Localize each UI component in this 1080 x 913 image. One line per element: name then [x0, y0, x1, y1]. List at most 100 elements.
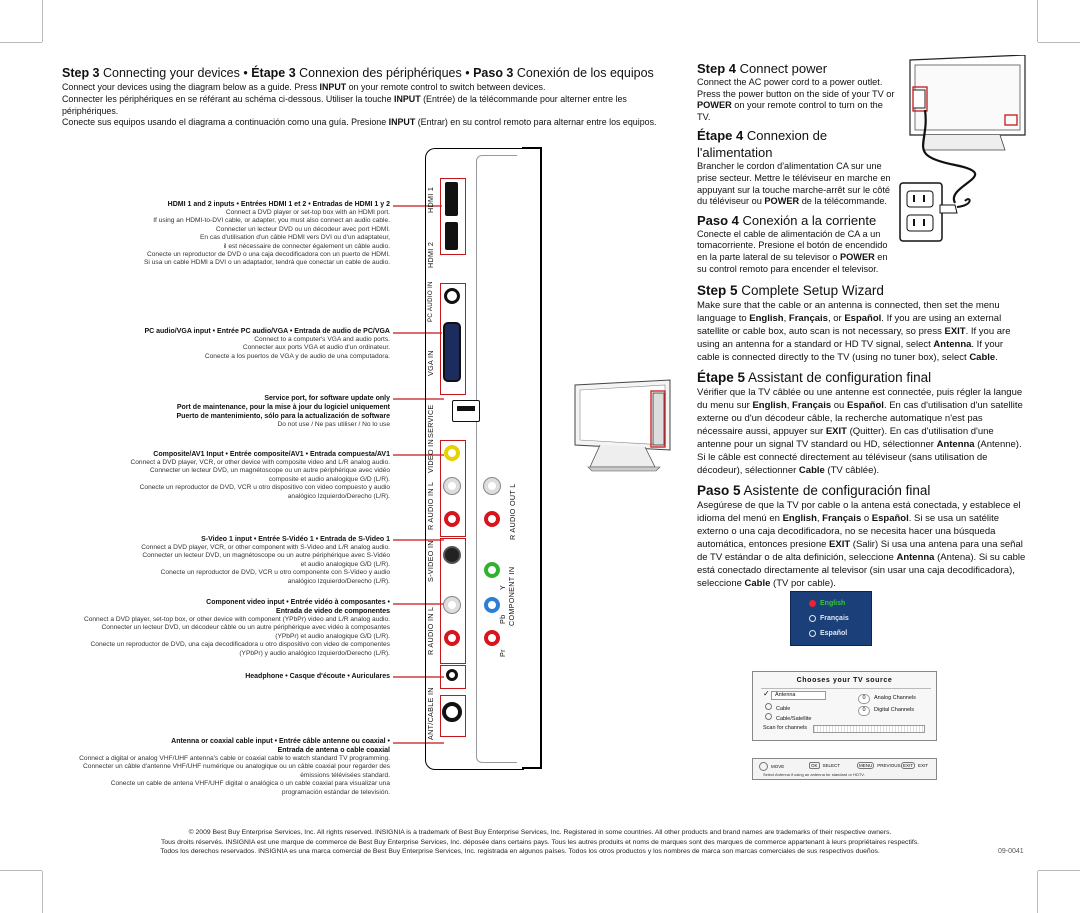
annotation-title: Port de maintenance, pour la mise à jour…: [176, 404, 390, 411]
back-panel-inner: [476, 155, 517, 763]
crop-mark: [0, 870, 42, 871]
annotation-title: Headphone • Casque d'écoute • Auriculare…: [245, 673, 390, 680]
annotation-title: Puerto de mantenimiento, sólo para la ac…: [176, 413, 390, 420]
pc-audio-label: PC AUDIO IN: [427, 281, 434, 322]
language-option[interactable]: Español: [791, 626, 871, 641]
crop-mark: [1038, 42, 1080, 43]
hdmi2-label: HDMI 2: [426, 241, 435, 268]
audio-in1-label: R AUDIO IN L: [426, 481, 435, 530]
step4: Step 4 Connect power Connect the AC powe…: [697, 60, 897, 275]
video-in-label: VIDEO IN: [426, 439, 435, 473]
step5-es-heading: Paso 5 Asistente de configuración final: [697, 483, 931, 498]
service-port-slot: [457, 406, 475, 411]
step3-line-es: Conecte sus equipos usando el diagrama a…: [62, 117, 657, 128]
annotation-title: PC audio/VGA input • Entrée PC audio/VGA…: [144, 328, 390, 335]
annotation-line: analógico Izquierdo/Derecho (L/R).: [287, 492, 390, 500]
previous-label: PREVIOUS: [877, 763, 901, 768]
annotation-line: (YPbPr) y audio analógico Izquierdo/Dere…: [239, 649, 390, 657]
crop-mark: [42, 871, 43, 913]
annotation-line: (YPbPr) et audio analogique G/D (L/R).: [275, 632, 390, 640]
step5-en-text: Make sure that the cable or an antenna i…: [697, 300, 1011, 363]
port-annotation: Antenna or coaxial cable input • Entrée …: [50, 737, 390, 797]
svideo-label: S-VIDEO IN: [426, 540, 435, 582]
annotation-line: émissions télévisées standard.: [300, 771, 390, 779]
step3-en-prefix: Step 3: [62, 66, 100, 80]
annotation-title: Service port, for software update only: [264, 395, 390, 402]
step4-fr-text: Brancher le cordon d'alimentation CA sur…: [697, 161, 891, 207]
audio-in-r-jack: [444, 511, 460, 527]
annotation-title: S-Video 1 input • Entrée S-Vidéo 1 • Ent…: [201, 536, 390, 543]
exit-key: EXIT: [901, 762, 916, 769]
footer: © 2009 Best Buy Enterprise Services, Inc…: [0, 828, 1080, 857]
language-option[interactable]: Français: [791, 611, 871, 626]
antenna-jack: [442, 702, 462, 722]
analog-count: 0: [858, 694, 870, 704]
source-option-antenna[interactable]: Antenna: [771, 691, 826, 700]
step3-fr-title: Connexion des périphériques •: [295, 66, 474, 80]
step5-en-heading: Step 5 Complete Setup Wizard: [697, 283, 884, 298]
source-menu: Chooses your TV source Antenna ✓ Cable C…: [752, 671, 937, 741]
service-label: SERVICE: [426, 404, 435, 438]
pc-group-outline: [440, 283, 466, 395]
step3-body: Connect your devices using the diagram b…: [62, 82, 662, 129]
annotation-line: Connect a digital or analog VHF/UHF ante…: [79, 755, 390, 762]
annotation-line: Connecter un lecteur DVD, un décodeur câ…: [101, 624, 390, 632]
audio-in2-label: R AUDIO IN L: [426, 606, 435, 655]
component-label: COMPONENT IN: [507, 566, 516, 626]
annotation-line: Connecter un câble d'antenne VHF/UHF num…: [83, 763, 390, 771]
annotation-line: Connecter un lecteur DVD, un magnétoscop…: [142, 552, 390, 560]
composite-outline: [440, 440, 466, 537]
source-option-cable[interactable]: Cable: [765, 703, 790, 712]
audio-in-l-jack: [444, 478, 460, 494]
component-pr-label: Pr: [498, 649, 507, 657]
language-option[interactable]: English: [791, 596, 871, 611]
annotation-title: Entrada de video de componentes: [276, 608, 390, 615]
step5: Step 5 Complete Setup Wizard Make sure t…: [697, 282, 1027, 590]
annotation-line: Conecte a los puertos de VGA y de audio …: [204, 352, 390, 360]
document-code: 09-0041: [998, 848, 1024, 855]
checkmark-icon: ✓: [763, 689, 770, 698]
annotation-line: If using an HDMI-to-DVI cable, or adapte…: [153, 217, 390, 225]
annotation-line: Connect a DVD player or set-top box with…: [225, 209, 390, 216]
step3-heading: Step 3 Connecting your devices • Étape 3…: [62, 66, 662, 81]
step5-fr-heading: Étape 5 Assistant de configuration final: [697, 370, 932, 385]
step4-fr-heading: Étape 4 Connexion de l'alimentation: [697, 128, 828, 161]
panel-bracket: [522, 147, 542, 769]
audio-in2-r-jack: [444, 630, 460, 646]
annotation-title: Component video input • Entrée vidéo à c…: [206, 599, 390, 606]
crop-mark: [1037, 0, 1038, 42]
annotation-line: programación estándar de televisión.: [281, 788, 390, 796]
step3-es-prefix: Paso 3: [473, 66, 514, 80]
footer-line-es: Todos los derechos reservados. INSIGNIA …: [160, 848, 880, 855]
annotation-title: HDMI 1 and 2 inputs • Entrées HDMI 1 et …: [167, 201, 390, 208]
annotation-line: Si usa un cable HDMI a DVI o un adaptado…: [144, 259, 390, 267]
nav-bar: MOVE OK SELECT MENU PREVIOUS EXIT EXIT S…: [752, 758, 937, 780]
annotation-line: il est nécessaire de connecter également…: [223, 242, 390, 250]
annotation-title: Antenna or coaxial cable input • Entrée …: [171, 738, 390, 745]
annotation-line: analógico Izquierdo/Derecho (L/R).: [287, 577, 390, 585]
audio-in2-l-jack: [444, 597, 460, 613]
source-menu-title: Chooses your TV source: [796, 677, 893, 684]
headphone-jack: [446, 669, 458, 681]
radio-icon: [809, 600, 816, 607]
crop-mark: [1037, 871, 1038, 913]
annotation-line: Connecter aux ports VGA et audio d'un or…: [242, 344, 390, 352]
annotation-line: Connecter un lecteur DVD ou un décodeur …: [215, 225, 390, 233]
move-icon: [759, 762, 768, 771]
step3-en-title: Connecting your devices •: [99, 66, 252, 80]
footer-line-en: © 2009 Best Buy Enterprise Services, Inc…: [188, 829, 892, 836]
step3-line-fr: Connecter les périphériques en se référa…: [62, 93, 627, 116]
back-panel: [425, 148, 524, 770]
annotation-line: Conecte un cable de antena VHF/UHF digit…: [110, 780, 390, 788]
step3-fr-prefix: Étape 3: [251, 66, 296, 80]
video-in-jack: [444, 445, 460, 461]
component-pb-label: Pb: [498, 614, 507, 624]
antenna-outline: [440, 695, 466, 737]
annotation-line: Connect to a computer's VGA and audio po…: [254, 336, 390, 343]
source-option-cable-satellite[interactable]: Cable/Satellite: [765, 713, 811, 722]
menu-key: MENU: [857, 762, 875, 769]
antenna-label: ANT/CABLE IN: [426, 687, 435, 740]
vga-port: [443, 322, 461, 382]
